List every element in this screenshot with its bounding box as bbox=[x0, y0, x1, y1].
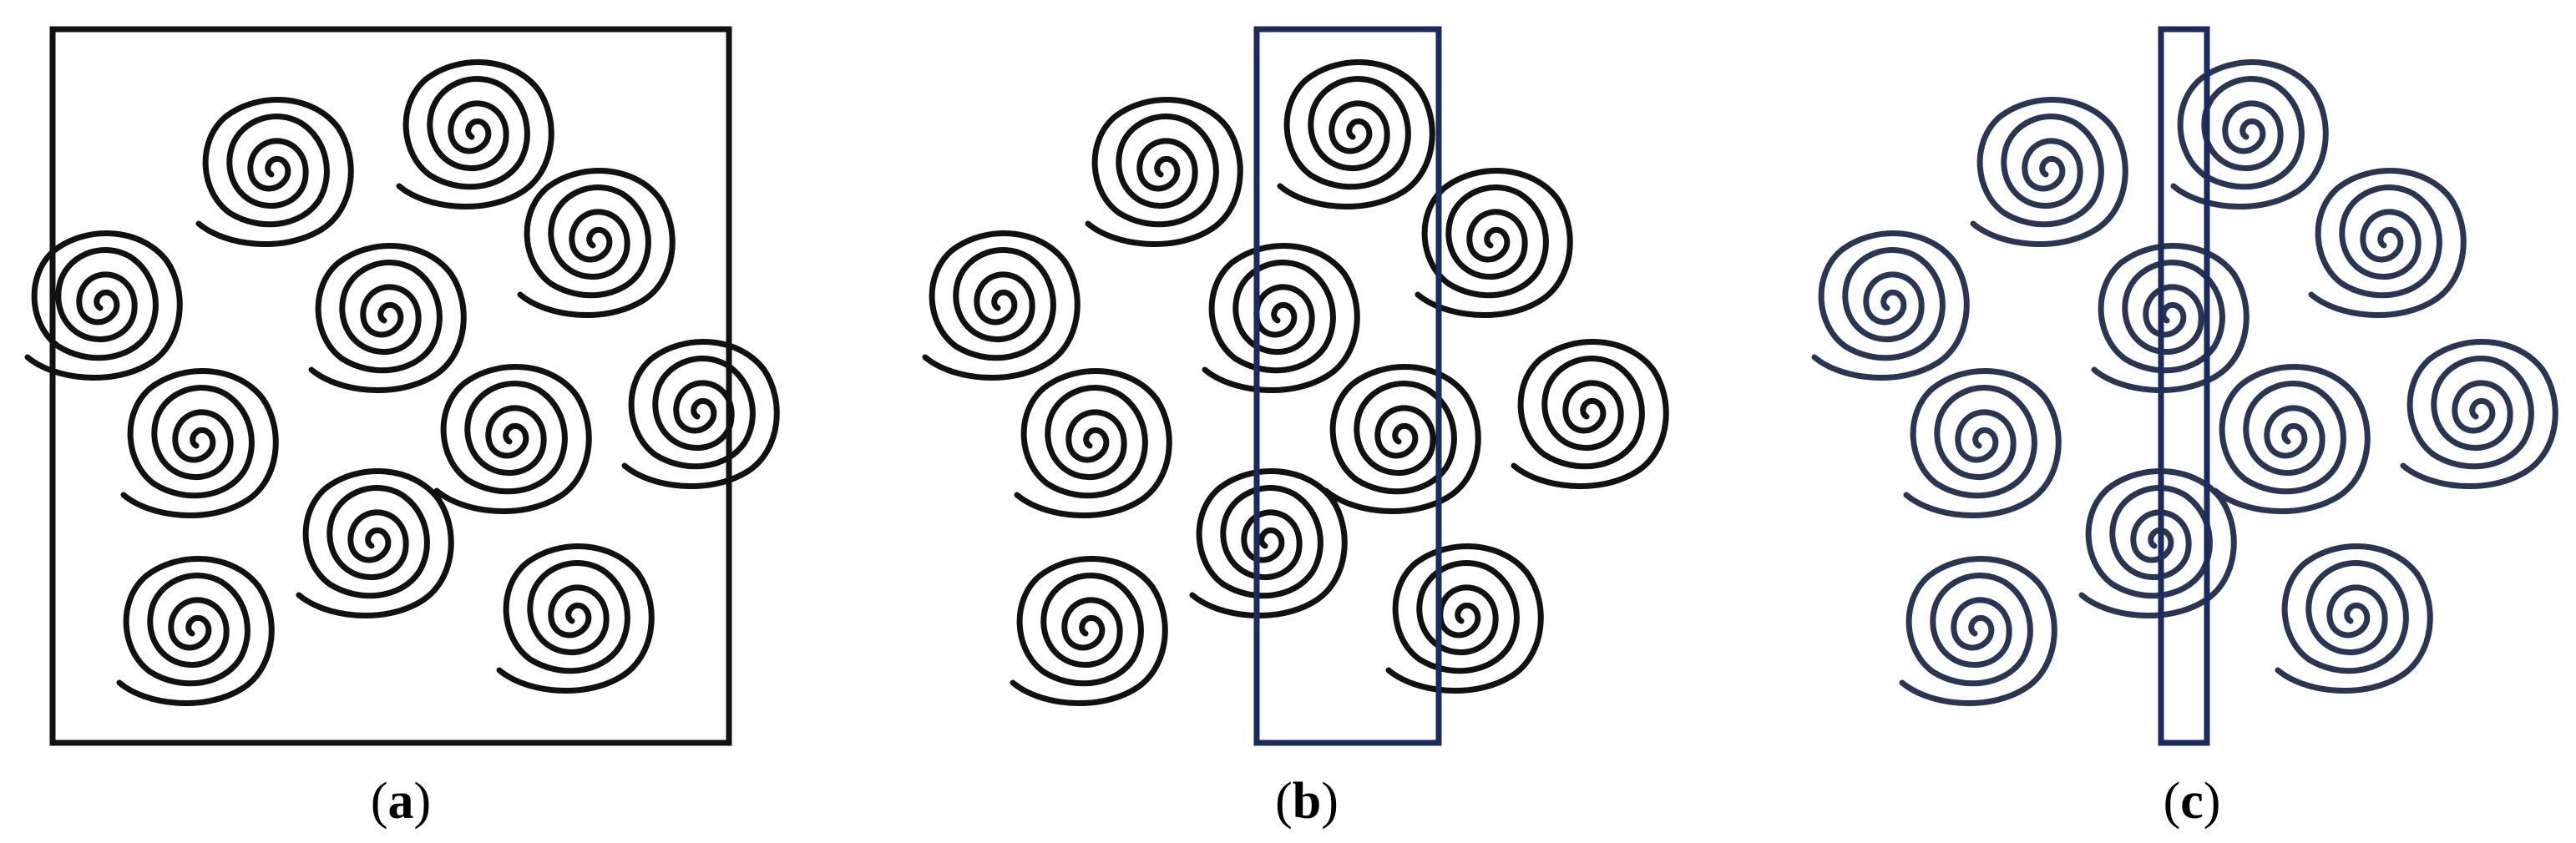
spiral-icon bbox=[1013, 558, 1165, 703]
panel-b-spirals bbox=[925, 62, 1666, 703]
spiral-icon bbox=[2403, 341, 2555, 486]
spiral-icon bbox=[1205, 245, 1357, 390]
spiral-icon bbox=[925, 233, 1077, 377]
panel-c-frame bbox=[2158, 26, 2210, 746]
spiral-icon bbox=[1906, 371, 2058, 515]
spiral-icon bbox=[499, 546, 651, 690]
spiral-icon bbox=[1902, 558, 2054, 703]
spiral-icon bbox=[1326, 366, 1478, 511]
spiral-icon bbox=[2278, 546, 2430, 690]
panel-c-spirals bbox=[1814, 62, 2555, 703]
spiral-icon bbox=[1814, 233, 1966, 377]
spiral-icon bbox=[311, 245, 463, 390]
panel-a-spirals bbox=[28, 62, 777, 703]
spiral-icon bbox=[625, 341, 777, 486]
panel-b-label: (b) bbox=[1275, 773, 1339, 830]
panel-a-frame bbox=[49, 26, 732, 746]
spiral-icon bbox=[299, 471, 451, 615]
spiral-icon bbox=[119, 558, 271, 703]
spiral-icon bbox=[1280, 62, 1432, 206]
spiral-icon bbox=[2174, 62, 2325, 206]
spiral-icon bbox=[520, 170, 672, 315]
panel-c: (c) bbox=[1814, 26, 2555, 830]
spiral-icon bbox=[2215, 366, 2367, 511]
spiral-icon bbox=[2094, 245, 2246, 390]
panel-c-label: (c) bbox=[2164, 773, 2221, 830]
spiral-icon bbox=[2082, 471, 2234, 615]
spiral-icon bbox=[199, 99, 351, 244]
spiral-icon bbox=[1389, 546, 1541, 690]
spiral-icon bbox=[437, 366, 589, 511]
spiral-icon bbox=[2311, 170, 2463, 315]
spiral-icon bbox=[1514, 341, 1666, 486]
spiral-icon bbox=[1192, 471, 1344, 615]
spiral-icon bbox=[399, 62, 551, 206]
panel-a: (a) bbox=[28, 26, 777, 830]
spiral-icon bbox=[1973, 99, 2125, 244]
spiral-icon bbox=[124, 371, 276, 515]
panel-b-frame bbox=[1253, 26, 1442, 746]
panel-b: (b) bbox=[925, 26, 1666, 830]
spiral-icon bbox=[1088, 99, 1240, 244]
spiral-icon bbox=[1017, 371, 1169, 515]
panel-a-label: (a) bbox=[371, 773, 431, 830]
